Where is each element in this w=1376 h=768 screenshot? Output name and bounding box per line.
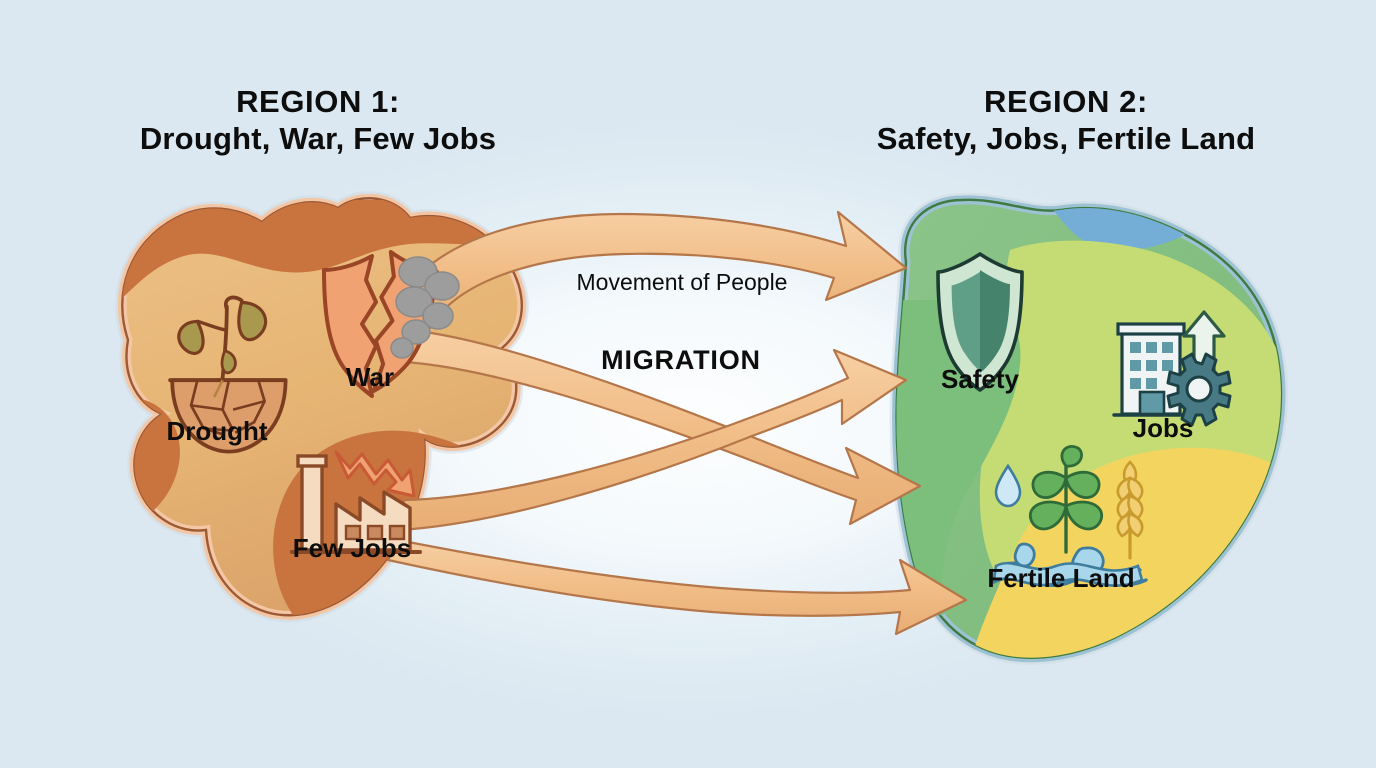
arrow-war-to-fertile-land: [402, 328, 922, 526]
label-war: War: [345, 362, 395, 392]
region1-patch-top: [122, 200, 520, 300]
region2-title-line1: REGION 2:: [984, 84, 1148, 119]
migration-label: MIGRATION: [601, 345, 761, 375]
movement-of-people-label: Movement of People: [576, 269, 788, 295]
region1-title-line1: REGION 1:: [236, 84, 400, 119]
label-drought: Drought: [166, 416, 268, 446]
label-few-jobs: Few Jobs: [292, 533, 412, 563]
region1-title-line2: Drought, War, Few Jobs: [139, 120, 497, 156]
label-safety: Safety: [940, 364, 1020, 394]
region2-title: REGION 2: Safety, Jobs, Fertile Land: [877, 84, 1255, 157]
factory-down-arrow-icon: [290, 450, 422, 554]
region2-water-top: [1020, 199, 1210, 250]
arrow-few-jobs-to-safety: [398, 348, 908, 532]
region1-title: REGION 1: Drought, War, Few Jobs: [140, 84, 496, 157]
office-building-gear-up-arrow-icon: [1112, 310, 1232, 427]
plant-wheat-water-icon: [992, 445, 1148, 587]
wilting-plant-cracked-soil-icon: [168, 295, 288, 454]
arrow-few-jobs-to-fertile-land: [386, 538, 968, 636]
shield-icon: [936, 252, 1024, 392]
broken-shield-smoke-icon: [322, 249, 460, 398]
label-fertile-land: Fertile Land: [987, 563, 1135, 593]
region2-title-line2: Safety, Jobs, Fertile Land: [876, 120, 1256, 156]
arrow-war-to-safety: [398, 210, 908, 330]
label-jobs: Jobs: [1132, 413, 1194, 443]
